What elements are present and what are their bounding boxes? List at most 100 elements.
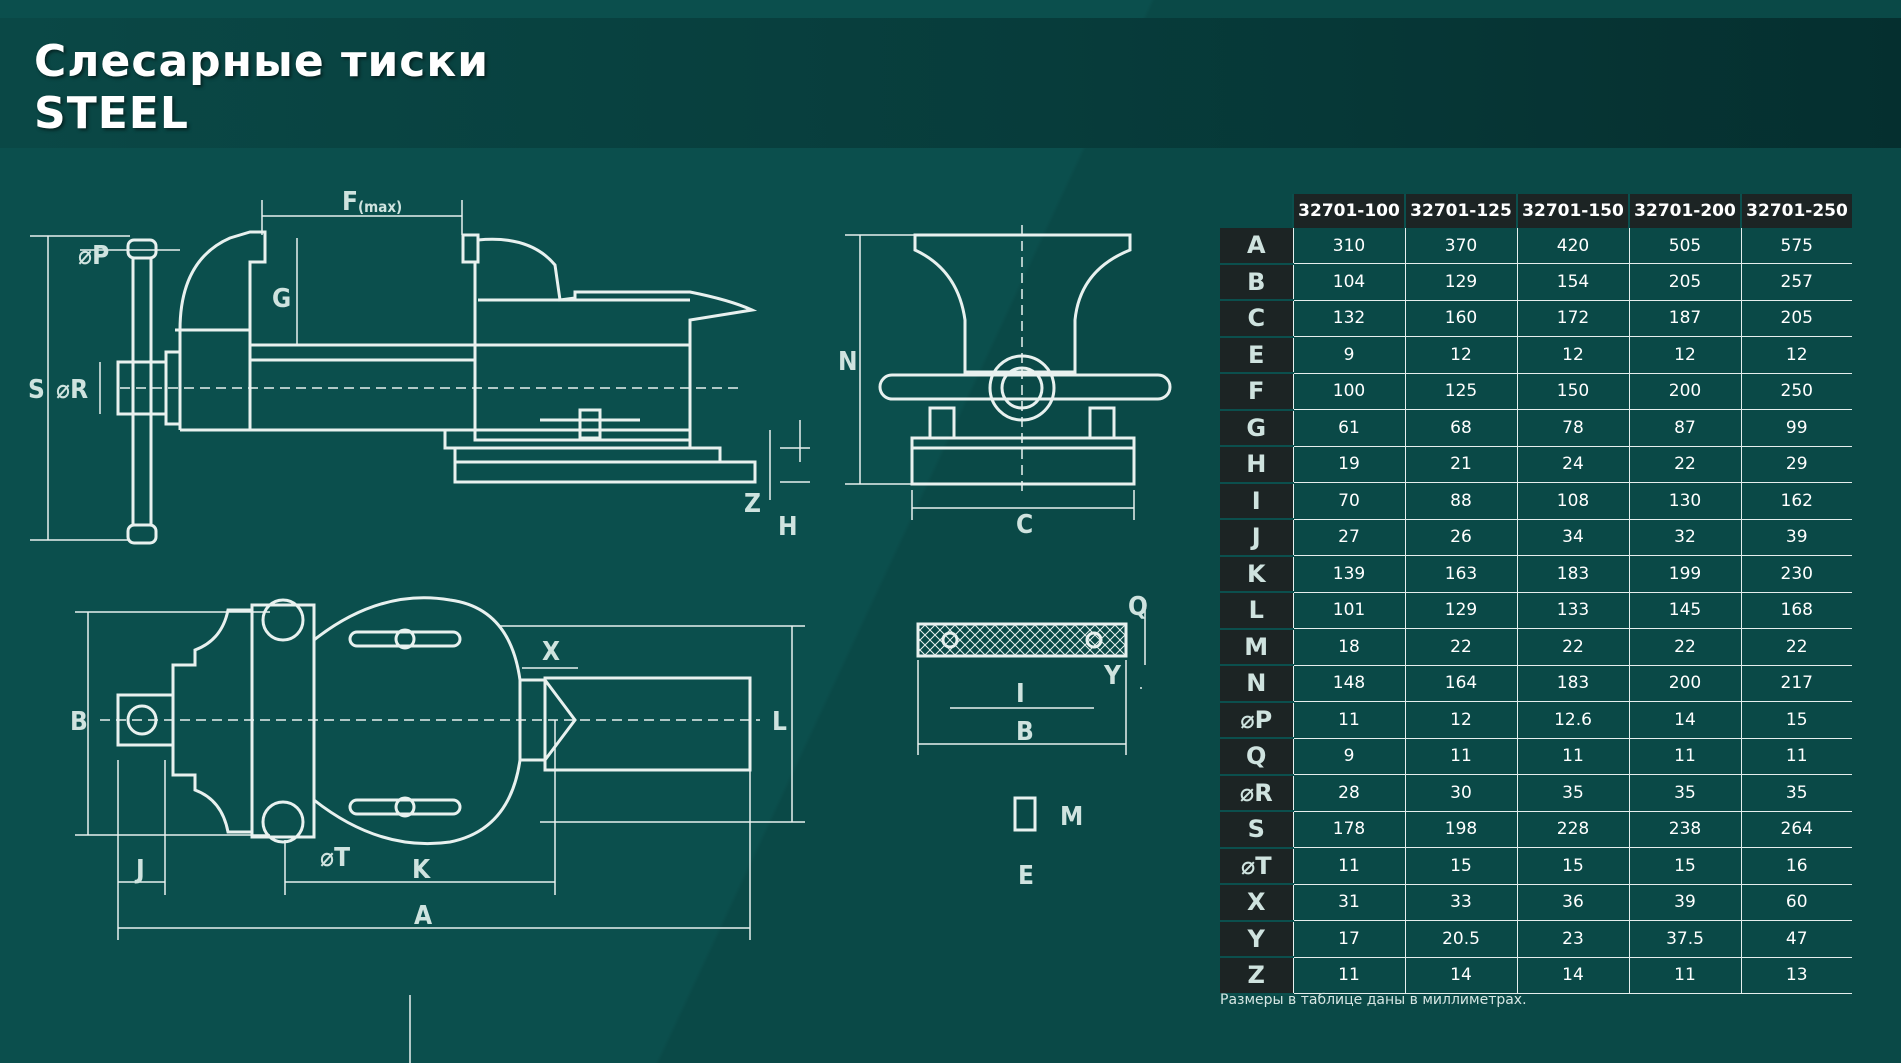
table-cell: 11 <box>1516 738 1629 775</box>
table-cell: 88 <box>1404 482 1517 520</box>
table-cell: 22 <box>1740 628 1852 666</box>
table-cell: 13 <box>1740 957 1852 994</box>
table-cell: 178 <box>1292 811 1405 848</box>
label-L: L <box>772 707 787 737</box>
label-R: ⌀R <box>56 375 88 405</box>
table-cell: 198 <box>1404 811 1517 848</box>
table-cell: 11 <box>1628 738 1741 775</box>
page-title: Слесарные тиски STEEL <box>34 36 489 140</box>
table-cell: 11 <box>1292 701 1405 739</box>
table-cell: 12 <box>1404 336 1517 374</box>
table-cell: 14 <box>1516 957 1629 994</box>
table-cell: 11 <box>1740 738 1852 775</box>
table-cell: 257 <box>1740 263 1852 301</box>
table-cell: 47 <box>1740 920 1852 958</box>
title-line-1: Слесарные тиски <box>34 36 490 87</box>
table-cell: 139 <box>1292 555 1405 593</box>
table-cell: 22 <box>1516 628 1629 666</box>
table-cell: 238 <box>1628 811 1741 848</box>
table-cell: 15 <box>1740 701 1852 739</box>
label-B-side: B <box>1016 717 1034 747</box>
table-cell: 104 <box>1292 263 1405 301</box>
table-cell: 22 <box>1404 628 1517 666</box>
jaw-plate-detail <box>916 600 1146 832</box>
row-label: ⌀P <box>1220 701 1293 739</box>
row-label: ⌀T <box>1220 847 1293 885</box>
row-label: Q <box>1220 738 1293 776</box>
table-cell: 9 <box>1292 738 1405 775</box>
table-cell: 37.5 <box>1628 920 1741 958</box>
table-cell: 129 <box>1404 263 1517 301</box>
table-cell: 30 <box>1404 774 1517 812</box>
header-band <box>0 18 1901 148</box>
table-cell: 68 <box>1404 409 1517 447</box>
row-label: M <box>1220 628 1293 666</box>
table-cell: 310 <box>1292 228 1405 264</box>
table-cell: 154 <box>1516 263 1629 301</box>
label-I: I <box>1016 679 1025 709</box>
row-label: L <box>1220 592 1293 630</box>
row-label: E <box>1220 336 1293 374</box>
row-label: C <box>1220 300 1293 338</box>
table-cell: 12 <box>1628 336 1741 374</box>
table-cell: 26 <box>1404 519 1517 556</box>
table-cell: 205 <box>1628 263 1741 301</box>
row-label: H <box>1220 446 1293 484</box>
row-label: A <box>1220 228 1293 265</box>
vise-front-view <box>845 225 1172 520</box>
label-G: G <box>272 284 291 314</box>
table-cell: 130 <box>1628 482 1741 520</box>
row-label: S <box>1220 811 1293 849</box>
table-cell: 160 <box>1404 300 1517 337</box>
label-F: F <box>342 187 358 217</box>
table-cell: 15 <box>1516 847 1629 885</box>
table-cell: 22 <box>1628 446 1741 483</box>
label-P: ⌀P <box>78 241 109 271</box>
table-cell: 125 <box>1404 373 1517 410</box>
table-cell: 183 <box>1516 555 1629 593</box>
table-cell: 264 <box>1740 811 1852 848</box>
table-cell: 14 <box>1404 957 1517 994</box>
table-cell: 145 <box>1628 592 1741 629</box>
table-cell: 70 <box>1292 482 1405 520</box>
table-cell: 14 <box>1628 701 1741 739</box>
table-cell: 230 <box>1740 555 1852 593</box>
table-cell: 11 <box>1292 847 1405 885</box>
row-label: Y <box>1220 920 1293 958</box>
row-label: Z <box>1220 957 1293 995</box>
table-cell: 35 <box>1516 774 1629 812</box>
table-cell: 163 <box>1404 555 1517 593</box>
table-cell: 9 <box>1292 336 1405 374</box>
table-cell: 205 <box>1740 300 1852 337</box>
table-cell: 15 <box>1404 847 1517 885</box>
label-K: K <box>412 855 431 885</box>
table-cell: 11 <box>1628 957 1741 994</box>
table-cell: 18 <box>1292 628 1405 666</box>
table-cell: 129 <box>1404 592 1517 629</box>
table-cell: 187 <box>1628 300 1741 337</box>
table-cell: 217 <box>1740 665 1852 702</box>
table-cell: 87 <box>1628 409 1741 447</box>
label-C: C <box>1016 510 1033 540</box>
row-label: G <box>1220 409 1293 447</box>
label-M: M <box>1060 802 1083 832</box>
table-cell: 27 <box>1292 519 1405 556</box>
column-header: 32701-200 <box>1628 194 1741 228</box>
table-cell: 16 <box>1740 847 1852 885</box>
table-cell: 11 <box>1292 957 1405 994</box>
